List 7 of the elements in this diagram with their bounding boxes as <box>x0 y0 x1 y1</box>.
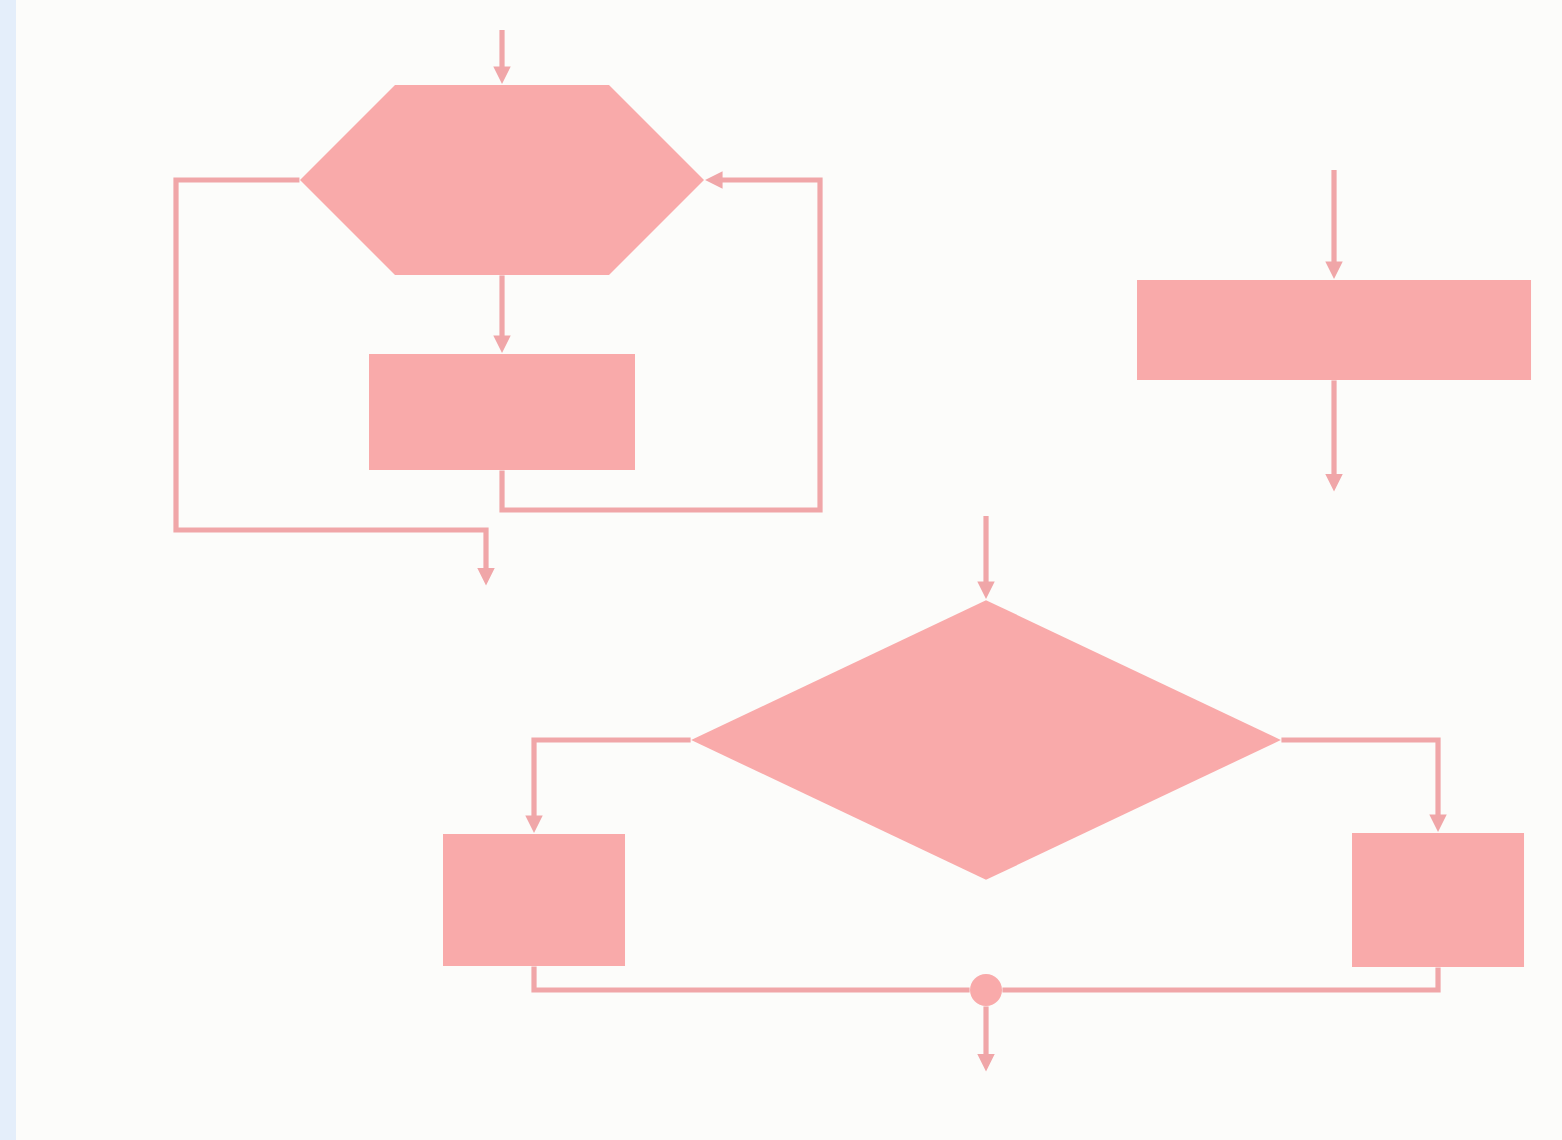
process-box <box>1137 280 1531 380</box>
hexagon-shape <box>300 85 704 275</box>
process-box <box>1352 833 1524 967</box>
process-box <box>369 354 635 470</box>
decision-diamond <box>691 600 1281 880</box>
junction-dot <box>970 974 1002 1006</box>
process-box <box>443 834 625 966</box>
